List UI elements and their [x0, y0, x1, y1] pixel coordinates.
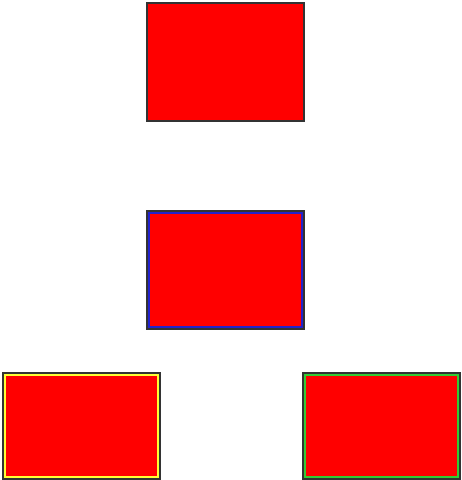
box-bottom-right-inner-border [304, 374, 459, 478]
red-box-middle-blue-border[interactable] [146, 210, 305, 330]
red-box-bottom-right-green-border[interactable] [302, 372, 461, 480]
box-middle-inner-border [148, 212, 303, 328]
red-box-top[interactable] [146, 2, 305, 122]
box-bottom-left-inner-border [4, 374, 159, 478]
red-box-bottom-left-yellow-border[interactable] [2, 372, 161, 480]
box-top-inner [148, 4, 303, 120]
